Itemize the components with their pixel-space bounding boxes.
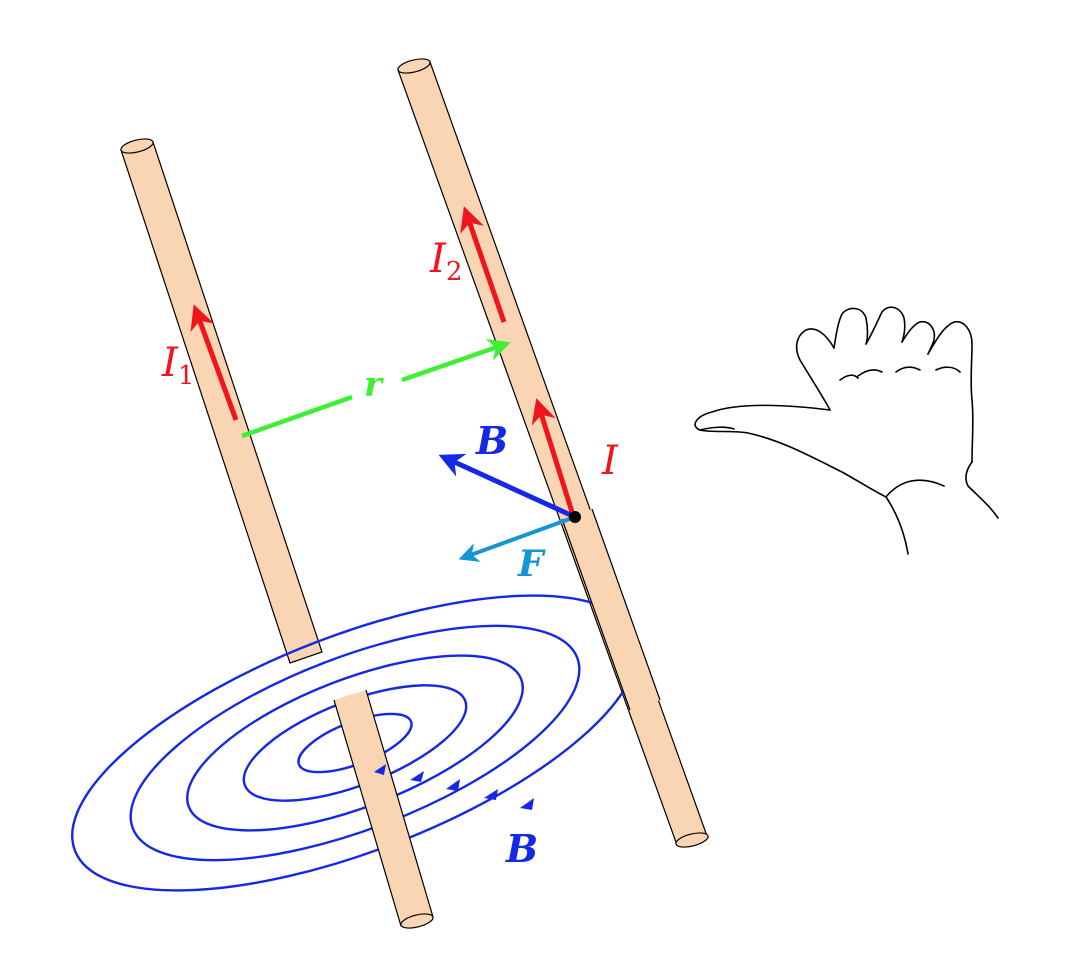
distance-arrow — [401, 339, 511, 383]
current-label-segment: I — [601, 438, 619, 484]
field-arrow-4 — [484, 789, 498, 800]
field-direction-arrows — [374, 764, 534, 810]
force-vector-arrow — [458, 515, 576, 562]
field-loop-label: B — [505, 826, 538, 871]
current-label-1: I1 — [161, 340, 194, 391]
current-label-2: I2 — [429, 236, 462, 287]
field-arrow-3 — [446, 779, 460, 791]
field-point — [569, 511, 581, 523]
field-arrow-2 — [410, 771, 424, 782]
right-hand-icon — [694, 306, 999, 555]
field-vector-label: B — [475, 418, 508, 463]
wire-2-front — [561, 508, 661, 711]
wire-1-lower — [333, 689, 434, 929]
field-arrow-1 — [374, 764, 386, 775]
current-arrow-segment — [531, 398, 575, 513]
distance-line-a — [241, 394, 353, 439]
field-arrow-5 — [520, 798, 534, 810]
field-vector-arrow — [438, 453, 577, 520]
force-vector-label: F — [517, 543, 546, 585]
distance-label: r — [364, 365, 384, 405]
wire-1-upper — [120, 138, 323, 664]
current-arrow-2 — [460, 206, 507, 323]
current-arrow-1 — [190, 304, 239, 421]
